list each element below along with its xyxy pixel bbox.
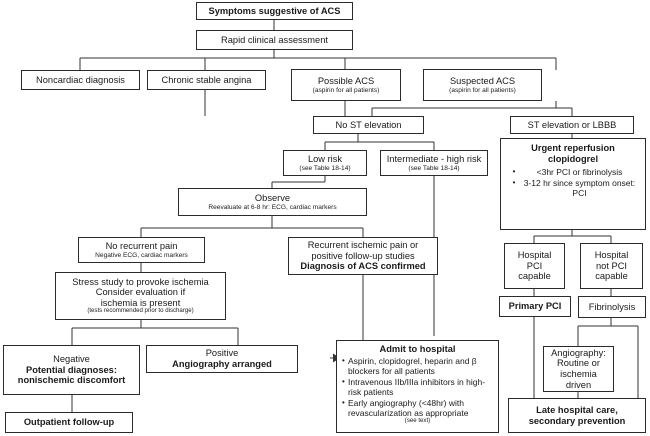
primary-pci-title: Primary PCI — [508, 301, 562, 312]
no-recurrent-pain-title: No recurrent pain — [105, 240, 178, 251]
no-recurrent-pain-subtitle: Negative ECG, cardiac markers — [95, 251, 188, 259]
urgent-bullet-1: <3hr PCI or fibrinolysis — [536, 167, 623, 178]
admit-bullet-2: Intravenous IIb/IIIa inhibitors in high-… — [348, 376, 486, 397]
angiography-line4: driven — [565, 379, 592, 390]
admit-bullet-1: Aspirin, clopidogrel, heparin and β bloc… — [348, 355, 477, 376]
positive-line1: Positive — [205, 348, 239, 359]
symptoms-title: Symptoms suggestive of ACS — [208, 5, 341, 16]
list-item: • Intravenous IIb/IIIa inhibitors in hig… — [342, 377, 495, 397]
rapid-assessment-title: Rapid clinical assessment — [221, 34, 328, 45]
bullet-icon: • — [342, 355, 345, 365]
node-positive-angiography-arranged: Positive Angiography arranged — [146, 345, 298, 373]
angiography-line2: Routine or — [557, 358, 600, 369]
positive-line2: Angiography arranged — [172, 359, 272, 369]
node-symptoms-suggestive-of-acs: Symptoms suggestive of ACS — [196, 2, 353, 20]
node-hospital-not-pci-capable: Hospital not PCI capable — [580, 243, 643, 289]
recurrent-line3-diagnosis: Diagnosis of ACS confirmed — [300, 261, 426, 272]
node-intermediate-high-risk: Intermediate - high risk (see Table 18-1… — [380, 150, 488, 176]
node-stress-study: Stress study to provoke ischemia Conside… — [55, 272, 226, 320]
urgent-reperfusion-title-line1: Urgent reperfusion — [531, 143, 615, 153]
chronic-angina-title: Chronic stable angina — [161, 74, 252, 85]
node-st-elevation-or-lbbb: ST elevation or LBBB — [510, 116, 634, 134]
negative-line2: Potential diagnoses: — [26, 364, 117, 375]
low-risk-subtitle: (see Table 18-14) — [299, 164, 351, 172]
no-st-elevation-title: No ST elevation — [335, 119, 402, 130]
node-chronic-stable-angina: Chronic stable angina — [147, 70, 266, 90]
node-fibrinolysis: Fibrinolysis — [578, 296, 646, 318]
low-risk-title: Low risk — [307, 153, 343, 164]
node-primary-pci: Primary PCI — [499, 296, 571, 317]
suspected-acs-subtitle: (aspirin for all patients) — [449, 86, 516, 94]
node-noncardiac-diagnosis: Noncardiac diagnosis — [21, 70, 140, 90]
urgent-bullet-2: 3-12 hr since symptom onset: PCI — [523, 178, 636, 199]
list-item: • <3hr PCI or fibrinolysis — [511, 167, 642, 177]
observe-subtitle: Reevaluate at 6-8 hr: ECG, cardiac marke… — [208, 203, 337, 211]
node-recurrent-ischemic-pain: Recurrent ischemic pain or positive foll… — [288, 237, 438, 275]
admit-bullet-3: Early angiography (<48hr) with revascula… — [348, 397, 469, 418]
possible-acs-title: Possible ACS — [317, 75, 375, 86]
intermediate-high-risk-title: Intermediate - high risk — [386, 153, 482, 164]
late-hospital-line2: secondary prevention — [528, 415, 626, 426]
urgent-reperfusion-bullets: • <3hr PCI or fibrinolysis • 3-12 hr sin… — [501, 166, 645, 198]
node-rapid-clinical-assessment: Rapid clinical assessment — [196, 30, 353, 50]
late-hospital-line1: Late hospital care, — [536, 404, 618, 415]
stress-study-line2: Consider evaluation if — [95, 287, 186, 298]
list-item: • 3-12 hr since symptom onset: PCI — [511, 178, 642, 198]
urgent-reperfusion-title-line2: clopidogrel — [547, 153, 599, 164]
admit-note: (see text) — [404, 416, 431, 424]
node-suspected-acs: Suspected ACS (aspirin for all patients) — [423, 69, 542, 101]
admit-bullets: • Aspirin, clopidogrel, heparin and β bl… — [337, 355, 498, 418]
list-item: • Aspirin, clopidogrel, heparin and β bl… — [342, 356, 495, 376]
node-late-hospital-care: Late hospital care, secondary prevention — [508, 398, 646, 433]
recurrent-line1: Recurrent ischemic pain or — [307, 240, 419, 251]
recurrent-line2: positive follow-up studies — [311, 250, 415, 261]
hospital-pci-line1: Hospital — [517, 250, 552, 261]
outpatient-followup-title: Outpatient follow-up — [23, 417, 115, 428]
fibrinolysis-title: Fibrinolysis — [588, 301, 636, 312]
node-urgent-reperfusion: Urgent reperfusion clopidogrel • <3hr PC… — [500, 138, 646, 230]
bullet-icon: • — [512, 167, 516, 177]
negative-line3: nonischemic discomfort — [17, 375, 126, 386]
node-no-recurrent-pain: No recurrent pain Negative ECG, cardiac … — [78, 237, 205, 263]
stress-study-line1: Stress study to provoke ischemia — [72, 276, 209, 287]
node-outpatient-follow-up: Outpatient follow-up — [5, 412, 133, 433]
noncardiac-title: Noncardiac diagnosis — [36, 74, 125, 85]
angiography-line3: ischemia — [560, 369, 597, 379]
node-possible-acs: Possible ACS (aspirin for all patients) — [291, 69, 401, 101]
node-negative-potential-diagnoses: Negative Potential diagnoses: nonischemi… — [3, 345, 140, 395]
negative-line1: Negative — [53, 354, 90, 365]
stress-study-note: (tests recommended prior to discharge) — [87, 307, 194, 315]
list-item: • Early angiography (<48hr) with revascu… — [342, 398, 495, 418]
node-admit-to-hospital: Admit to hospital • Aspirin, clopidogrel… — [336, 340, 499, 433]
node-angiography-routine-or-ischemia-driven: Angiography: Routine or ischemia driven — [543, 346, 614, 392]
hospital-not-pci-line3: capable — [595, 271, 628, 282]
node-hospital-pci-capable: Hospital PCI capable — [504, 243, 565, 289]
node-no-st-elevation: No ST elevation — [313, 116, 424, 134]
hospital-not-pci-line1: Hospital — [594, 250, 629, 261]
bullet-icon: • — [512, 178, 516, 188]
hospital-pci-line3: capable — [518, 271, 551, 282]
bullet-icon: • — [342, 397, 345, 407]
intermediate-high-risk-subtitle: (see Table 18-14) — [408, 164, 460, 172]
possible-acs-subtitle: (aspirin for all patients) — [312, 86, 380, 94]
admit-title: Admit to hospital — [379, 344, 456, 354]
observe-title: Observe — [254, 192, 291, 203]
angiography-line1: Angiography: — [551, 347, 606, 358]
hospital-not-pci-line2: not PCI — [595, 260, 627, 271]
st-elevation-title: ST elevation or LBBB — [527, 119, 617, 130]
stress-study-line3: ischemia is present — [100, 297, 181, 308]
node-observe: Observe Reevaluate at 6-8 hr: ECG, cardi… — [178, 188, 367, 216]
bullet-icon: • — [342, 376, 345, 386]
suspected-acs-title: Suspected ACS — [449, 75, 516, 86]
hospital-pci-line2: PCI — [526, 260, 543, 271]
node-low-risk: Low risk (see Table 18-14) — [283, 150, 367, 176]
